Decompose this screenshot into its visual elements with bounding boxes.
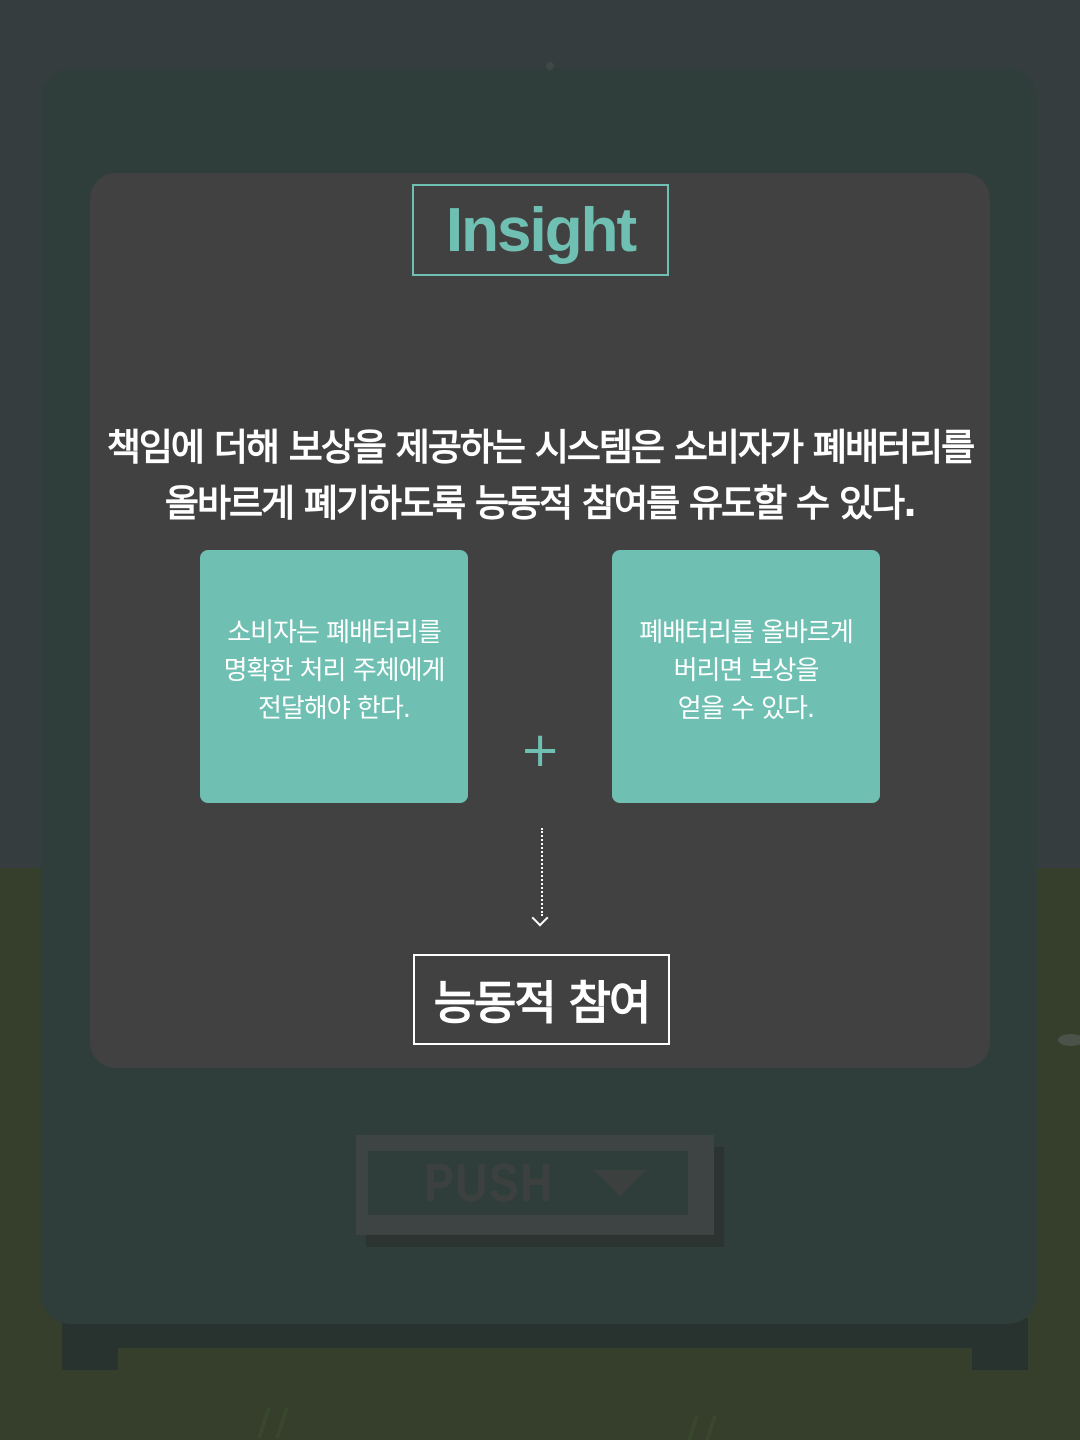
dotted-arrow-line xyxy=(541,828,543,916)
card-consumer-duty: 소비자는 폐배터리를 명확한 처리 주체에게 전달해야 한다. xyxy=(200,550,468,803)
card-line: 버리면 보상을 xyxy=(673,656,820,686)
headline-line-2: 올바르게 폐기하도록 능동적 참여를 유도할 수 있다. xyxy=(164,482,917,525)
card-line: 폐배터리를 올바르게 xyxy=(639,618,854,648)
machine-leg-left xyxy=(62,1318,118,1370)
headline: 책임에 더해 보상을 제공하는 시스템은 소비자가 폐배터리를 올바르게 폐기하… xyxy=(90,420,990,532)
push-button[interactable]: PUSH xyxy=(356,1135,714,1235)
card-line: 전달해야 한다. xyxy=(257,694,411,724)
card-reward: 폐배터리를 올바르게 버리면 보상을 얻을 수 있다. xyxy=(612,550,880,803)
push-button-face: PUSH xyxy=(368,1151,688,1215)
insight-title: Insight xyxy=(445,195,637,265)
triangle-down-icon xyxy=(594,1170,647,1196)
result-box: 능동적 참여 xyxy=(413,954,670,1045)
plus-icon: + xyxy=(520,722,561,778)
card-line: 얻을 수 있다. xyxy=(677,694,815,724)
pebble xyxy=(1058,1034,1080,1046)
result-label: 능동적 참여 xyxy=(433,975,652,1030)
insight-title-box: Insight xyxy=(412,184,669,276)
headline-line-1: 책임에 더해 보상을 제공하는 시스템은 소비자가 폐배터리를 xyxy=(106,426,975,469)
machine-leg-right xyxy=(972,1318,1028,1370)
machine-dot xyxy=(546,62,554,70)
card-line: 명확한 처리 주체에게 xyxy=(223,656,446,686)
card-line: 소비자는 폐배터리를 xyxy=(227,618,442,648)
push-label: PUSH xyxy=(424,1153,554,1213)
